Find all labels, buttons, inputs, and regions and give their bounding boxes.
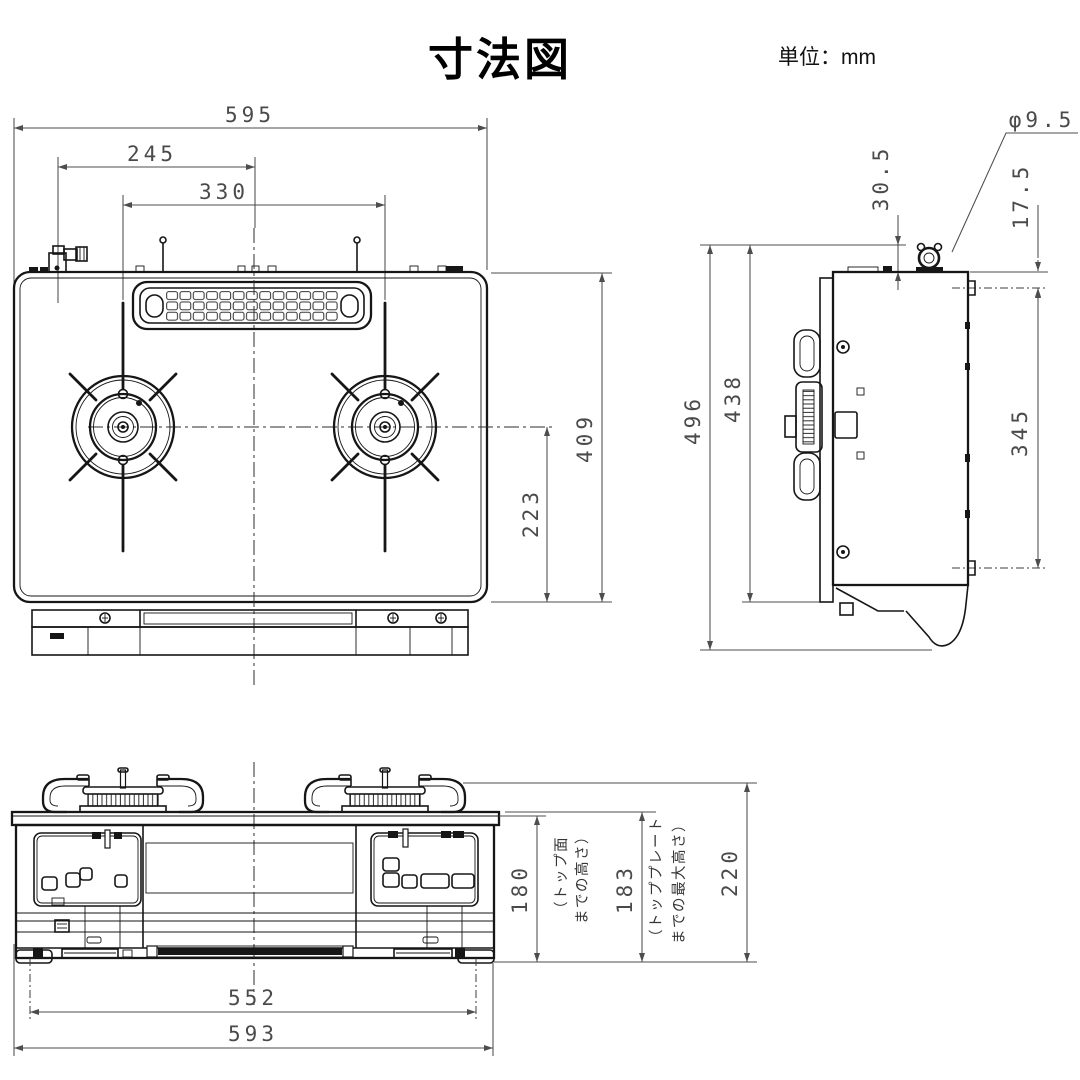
- dim-plan-burner-pitch: 330: [199, 180, 249, 204]
- dim-plan-gas-offset: 245: [127, 142, 177, 166]
- dim-side-bracket: 345: [1008, 407, 1032, 457]
- mounting-brackets: [965, 280, 976, 576]
- dim-front-feet-span: 552: [228, 986, 278, 1010]
- button: [114, 874, 128, 888]
- button: [382, 872, 400, 888]
- dim-side-overall: 496: [681, 395, 705, 445]
- side-details: [834, 340, 865, 559]
- front-panel-plan: [31, 609, 469, 656]
- grill-vent: [131, 280, 373, 331]
- grate-left: [41, 767, 205, 814]
- gas-inlet-side: [847, 242, 943, 273]
- dim-plan-center-front: 223: [519, 488, 543, 538]
- button: [79, 867, 93, 881]
- screw-icon: [387, 612, 399, 624]
- ignition-lever: [402, 828, 409, 848]
- top-plate-front: [10, 810, 501, 827]
- button: [401, 874, 418, 889]
- note-plate-height-line1: （トッププレート: [648, 816, 665, 944]
- grill-handle-side: [784, 329, 823, 501]
- side-front-strip: [819, 277, 834, 603]
- gas-inlet-plan: [48, 245, 88, 273]
- dim-plan-depth: 409: [573, 413, 597, 463]
- dim-front-overall-width: 593: [228, 1022, 278, 1046]
- unit-label: 単位：mm: [778, 46, 876, 69]
- button: [382, 857, 400, 872]
- dim-side-inlet-diameter: φ9.5: [1009, 108, 1076, 132]
- screw-icon: [99, 612, 111, 624]
- note-top-height-line2: までの高さ）: [574, 828, 591, 924]
- plan-view: 595 245 330 409 223: [12, 103, 612, 688]
- control-panel-right: [370, 828, 479, 907]
- burner-left: [68, 301, 178, 553]
- side-bottom: [833, 584, 969, 647]
- dim-side-inlet-offset: 17.5: [1009, 163, 1033, 230]
- side-view: 496 438 30.5 17.5 345 φ9.5: [681, 108, 1078, 651]
- dim-plan-width: 595: [225, 103, 275, 127]
- dim-front-plate-height: 183: [613, 864, 637, 914]
- grill-pan-handle: [158, 948, 342, 955]
- front-lower-details: [15, 897, 495, 964]
- note-plate-height-line2: までの最大高さ）: [671, 816, 688, 944]
- side-body: [831, 270, 970, 587]
- front-body: [14, 823, 496, 960]
- note-top-height-line1: （トップ面: [553, 836, 570, 916]
- burner-right: [330, 301, 440, 553]
- foot-left: [15, 949, 53, 964]
- dim-side-inlet-height: 30.5: [869, 145, 893, 212]
- rear-edge-tabs: [29, 265, 463, 273]
- button: [420, 873, 450, 889]
- front-view: 180 （トップ面 までの高さ） 183 （トッププレート までの最大高さ） 2…: [10, 762, 757, 1056]
- top-plate-outline: [12, 270, 489, 604]
- ignition-lever: [104, 829, 111, 849]
- leader-line: [951, 132, 1078, 253]
- button: [451, 873, 475, 889]
- control-panel-left: [33, 829, 142, 907]
- grate-right: [303, 767, 467, 814]
- dim-front-total-height: 220: [718, 847, 742, 897]
- dim-side-body: 438: [721, 373, 745, 423]
- button: [65, 872, 81, 888]
- sensor-pins: [159, 236, 361, 272]
- page-title: 寸法図: [428, 34, 572, 85]
- dim-front-top-height: 180: [508, 864, 532, 914]
- grill-window: [145, 842, 354, 894]
- screw-icon: [435, 612, 447, 624]
- button: [41, 876, 58, 891]
